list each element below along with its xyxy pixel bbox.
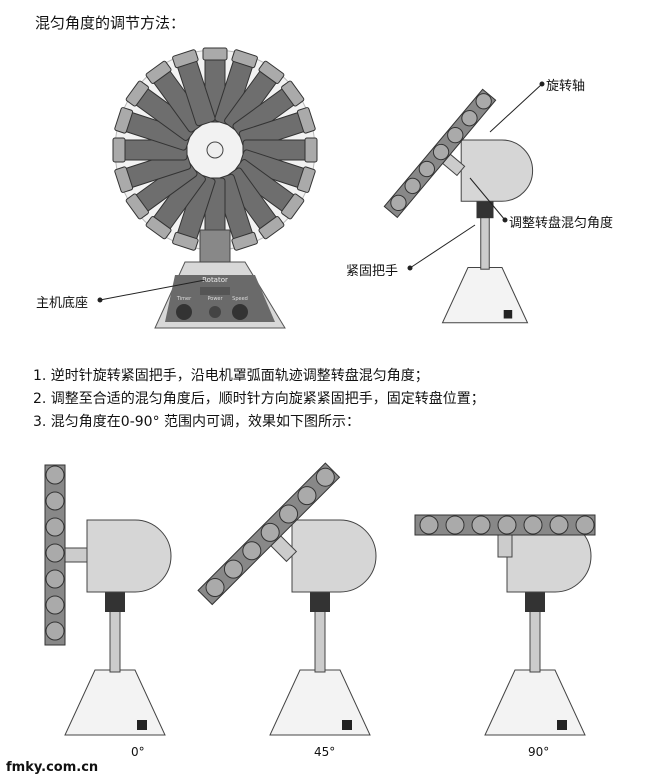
device-0-degree: [44, 464, 172, 736]
angle-label-0: 0°: [131, 745, 145, 759]
footer-watermark: fmky.com.cn: [6, 760, 99, 775]
device-90-degree: [414, 514, 596, 736]
brand-label: Rotator: [202, 276, 228, 284]
label-base: 主机底座: [36, 296, 89, 311]
timer-label: Timer: [176, 296, 192, 302]
leader-lines: [97, 81, 545, 303]
rotator-wheel-illustration: [112, 47, 318, 253]
speed-label: Speed: [232, 296, 248, 302]
rotator-base-illustration: Rotator Timer Power Speed: [154, 229, 286, 329]
step-2: 2. 调整至合适的混匀角度后，顺时针方向旋紧紧固把手，固定转盘位置；: [33, 391, 485, 407]
page-title: 混匀角度的调节方法：: [35, 14, 186, 32]
step-3: 3. 混匀角度在0-90° 范围内可调，效果如下图所示：: [33, 414, 361, 430]
side-device-illustration: [383, 88, 534, 324]
power-label: Power: [207, 296, 223, 302]
step-1: 1. 逆时针旋转紧固把手，沿电机罩弧面轨迹调整转盘混匀角度；: [33, 368, 429, 384]
label-tighten-handle: 紧固把手: [346, 264, 399, 279]
angle-label-90: 90°: [528, 745, 550, 759]
label-rotation-axis: 旋转轴: [546, 79, 586, 94]
device-45-degree: [197, 462, 377, 736]
angle-label-45: 45°: [314, 745, 336, 759]
label-adjust-angle: 调整转盘混匀角度: [509, 216, 614, 231]
